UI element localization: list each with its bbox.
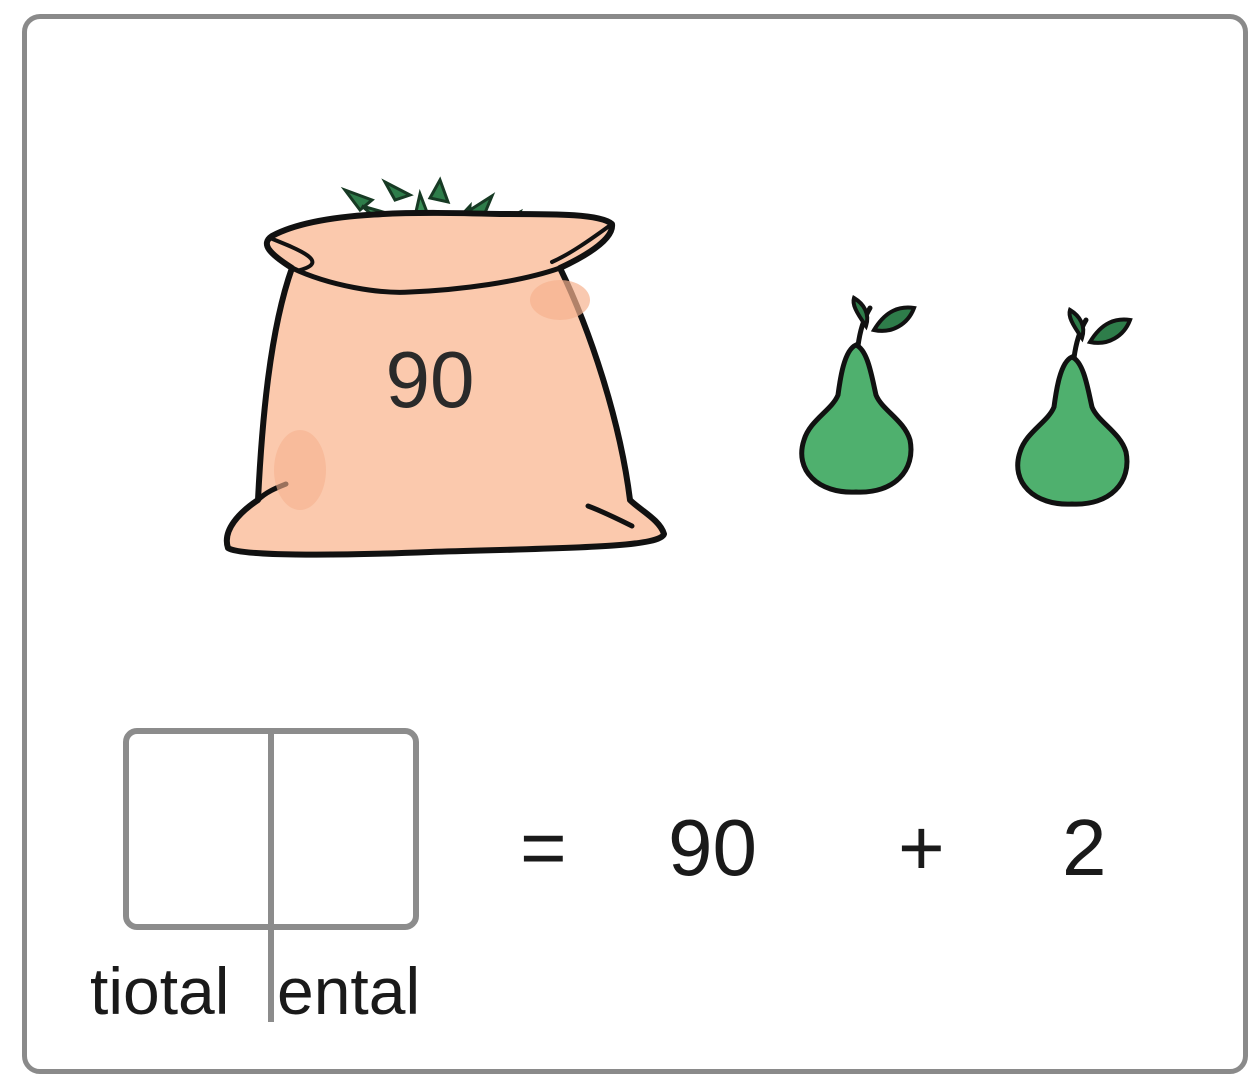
ones-input-cell[interactable] <box>271 734 413 924</box>
tens-label: tiotal <box>90 954 230 1028</box>
sack-icon <box>223 176 667 558</box>
ones-label: ental <box>277 954 421 1028</box>
plus-sign: + <box>898 803 945 892</box>
equals-sign: = <box>520 803 567 892</box>
pear-icon <box>1015 306 1133 507</box>
tens-value: 90 <box>668 803 757 892</box>
pear-icon <box>799 294 917 495</box>
sack-number: 90 <box>385 335 475 424</box>
place-value-divider <box>268 734 274 1022</box>
ones-value: 2 <box>1062 803 1107 892</box>
tens-input-cell[interactable] <box>129 734 271 924</box>
